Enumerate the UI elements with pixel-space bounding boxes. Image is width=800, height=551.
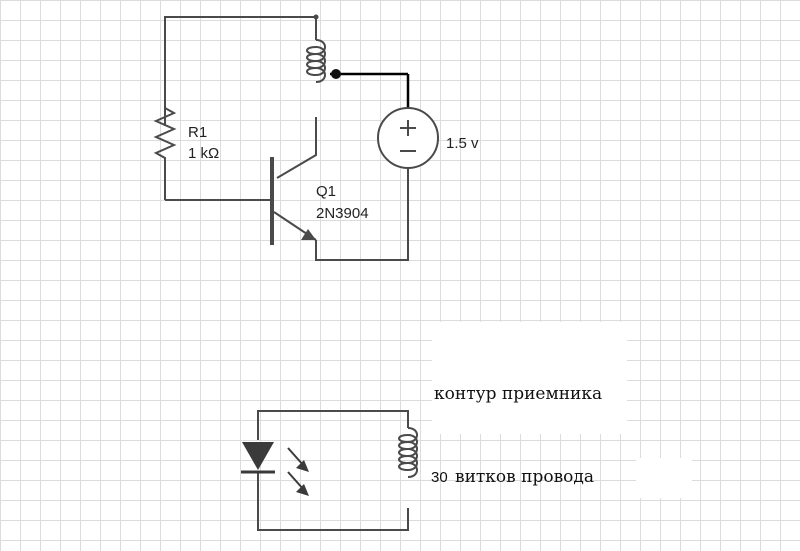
turns-text-label: витков провода bbox=[455, 467, 594, 487]
emitter-return-wire bbox=[315, 168, 409, 261]
receiver-title-label: контур приемника bbox=[434, 384, 602, 404]
transistor-model-label: 2N3904 bbox=[316, 205, 369, 222]
receiver-bottom-wire bbox=[257, 472, 409, 531]
emitter-arrow-icon bbox=[301, 229, 316, 240]
led-icon bbox=[242, 442, 274, 470]
light-arrowhead-upper-icon bbox=[296, 460, 309, 472]
battery-voltage-label: 1.5 v bbox=[446, 135, 479, 152]
receiver-top-wire bbox=[257, 410, 409, 440]
coil-tap-dot bbox=[331, 69, 341, 79]
receiver-coil bbox=[398, 427, 418, 478]
receiver-circuit: контур приемника 30 витков провода bbox=[241, 384, 602, 531]
receiver-label-background bbox=[432, 322, 627, 434]
collector-wire bbox=[276, 117, 317, 179]
light-arrowhead-lower-icon bbox=[296, 484, 309, 496]
transistor-name-label: Q1 bbox=[316, 183, 336, 200]
resistor-value-label: 1 kΩ bbox=[188, 145, 219, 162]
oscillator-circuit: R1 1 kΩ Q1 2N3904 1.5 v bbox=[153, 14, 479, 261]
top-junction-dot bbox=[313, 14, 319, 20]
voltage-source bbox=[377, 107, 439, 169]
resistor-name-label: R1 bbox=[188, 124, 207, 141]
turns-label-background bbox=[636, 458, 692, 498]
turns-number-label: 30 bbox=[431, 469, 448, 486]
resistor-r1 bbox=[153, 100, 177, 166]
top-rail-wire bbox=[164, 16, 317, 126]
oscillator-coil bbox=[306, 39, 326, 83]
